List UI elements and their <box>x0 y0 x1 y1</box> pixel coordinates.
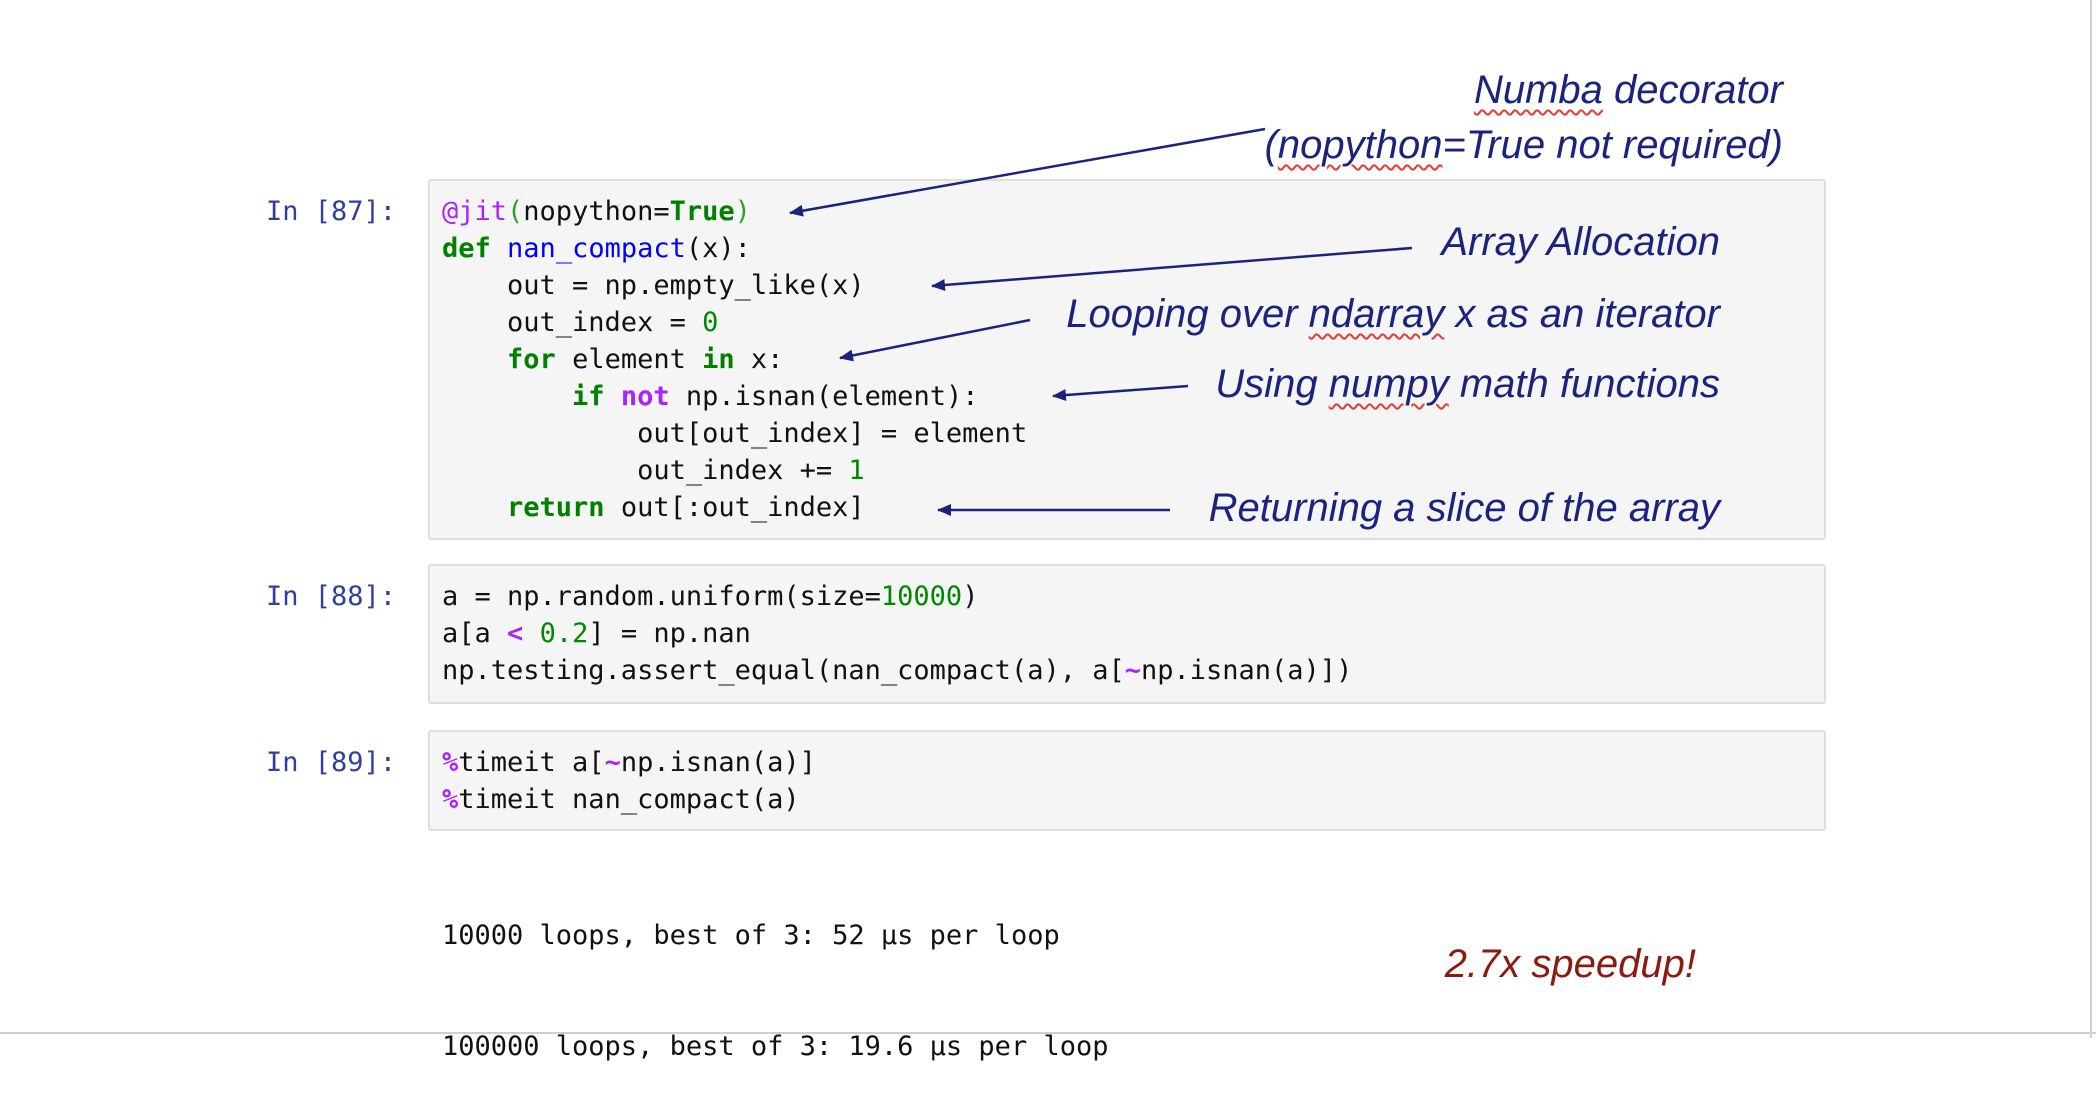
code-token: ( <box>507 196 524 227</box>
annotation-ndarray-word: ndarray <box>1308 292 1445 336</box>
code-token: timeit a[ <box>458 747 605 778</box>
annotation-numba-decorator: Numba decorator <box>1474 66 1783 114</box>
output-line: 100000 loops, best of 3: 19.6 µs per loo… <box>442 1031 1109 1062</box>
code-token: nopython= <box>523 196 670 227</box>
code-token: out_index = <box>442 307 703 338</box>
annotation-looping-c: x as an iterator <box>1444 292 1720 336</box>
code-token: in <box>702 344 735 375</box>
code-token: np.isnan(a)]) <box>1141 655 1353 686</box>
code-token: ~ <box>1124 655 1141 686</box>
code-line: a[a < 0.2] = np.nan <box>442 615 1352 652</box>
code-token <box>605 381 621 412</box>
annotation-paren: ( <box>1264 123 1278 167</box>
code-token: np.isnan(a)] <box>620 747 816 778</box>
code-line: %timeit nan_compact(a) <box>442 781 816 818</box>
cell-87-input-area[interactable] <box>428 179 1826 540</box>
code-token: ~ <box>604 747 621 778</box>
code-token: nan_compact <box>507 233 686 264</box>
code-token: 10000 <box>880 581 963 612</box>
cell-88-prompt: In [88]: <box>266 581 397 612</box>
cell-88-code: a = np.random.uniform(size=10000)a[a < 0… <box>442 578 1352 689</box>
code-token <box>442 344 507 375</box>
cell-89-input-area[interactable] <box>428 730 1826 831</box>
code-token: % <box>442 747 459 778</box>
annotation-numpy-word: numpy <box>1328 362 1449 406</box>
code-token: ] = np.nan <box>588 618 751 649</box>
code-token: np.testing.assert_equal(nan_compact(a), … <box>442 655 1125 686</box>
annotation-returning-slice: Returning a slice of the array <box>1208 486 1720 530</box>
code-line: for element in x: <box>442 341 1027 378</box>
code-token: a = np.random.uniform(size= <box>442 581 881 612</box>
code-line: def nan_compact(x): <box>442 230 1027 267</box>
code-token: a[a <box>442 618 508 649</box>
code-token: return <box>507 492 605 523</box>
cell-88-input-area[interactable] <box>428 564 1826 704</box>
code-token: for <box>507 344 556 375</box>
code-token: (x): <box>685 233 751 264</box>
annotation-speedup: 2.7x speedup! <box>1444 942 1696 986</box>
code-line: return out[:out_index] <box>442 489 1027 526</box>
annotation-nopython-note: (nopython=True not required) <box>1265 121 1783 169</box>
code-token: def <box>442 233 491 264</box>
code-token <box>442 381 572 412</box>
code-token: element <box>555 344 703 375</box>
annotation-numpy-a: Using <box>1215 362 1329 406</box>
code-line: out[out_index] = element <box>442 415 1027 452</box>
code-token <box>523 618 539 649</box>
right-border <box>2090 0 2092 1038</box>
annotation-numba-word: Numba <box>1473 68 1603 112</box>
code-line: out_index = 0 <box>442 304 1027 341</box>
bottom-border <box>0 1032 2096 1034</box>
code-line: out = np.empty_like(x) <box>442 267 1027 304</box>
annotation-nopython-rest: =True not required) <box>1442 123 1783 167</box>
code-token: out = np.empty_like(x) <box>442 270 865 301</box>
annotation-nopython-word: nopython <box>1277 123 1443 167</box>
code-line: a = np.random.uniform(size=10000) <box>442 578 1352 615</box>
code-line: %timeit a[~np.isnan(a)] <box>442 744 816 781</box>
code-token: ) <box>734 196 751 227</box>
code-token: % <box>442 784 459 815</box>
output-line: 10000 loops, best of 3: 52 µs per loop <box>442 920 1060 951</box>
code-token: if <box>572 381 605 412</box>
code-line: np.testing.assert_equal(nan_compact(a), … <box>442 652 1352 689</box>
cell-87-prompt: In [87]: <box>266 196 397 227</box>
annotation-array-allocation: Array Allocation <box>1441 220 1720 264</box>
annotation-decorator-word: decorator <box>1602 68 1783 112</box>
code-token: 1 <box>848 455 865 486</box>
code-token <box>491 233 507 264</box>
cell-87-code: @jit(nopython=True)def nan_compact(x): o… <box>442 193 1027 526</box>
code-token: out_index += <box>442 455 849 486</box>
code-line: if not np.isnan(element): <box>442 378 1027 415</box>
code-token: np.isnan(element): <box>669 381 979 412</box>
code-token: x: <box>734 344 784 375</box>
code-token: @jit <box>442 196 508 227</box>
annotation-looping-a: Looping over <box>1066 292 1309 336</box>
code-token: not <box>620 381 670 412</box>
cell-89-code: %timeit a[~np.isnan(a)]%timeit nan_compa… <box>442 744 816 818</box>
code-line: out_index += 1 <box>442 452 1027 489</box>
annotation-numpy-c: math functions <box>1448 362 1720 406</box>
code-token <box>442 492 507 523</box>
code-token: < <box>507 618 524 649</box>
code-line: @jit(nopython=True) <box>442 193 1027 230</box>
code-token: out[out_index] = element <box>442 418 1028 449</box>
code-token: ) <box>962 581 979 612</box>
code-token: out[:out_index] <box>604 492 865 523</box>
annotation-looping: Looping over ndarray x as an iterator <box>1066 290 1720 338</box>
cell-89-prompt: In [89]: <box>266 747 397 778</box>
cell-89-output: 10000 loops, best of 3: 52 µs per loop 1… <box>442 843 1108 1102</box>
code-token: timeit nan_compact(a) <box>458 784 800 815</box>
annotation-numpy-math: Using numpy math functions <box>1215 360 1720 408</box>
code-token: True <box>669 196 735 227</box>
code-token: 0.2 <box>539 618 589 649</box>
code-token: 0 <box>702 307 719 338</box>
